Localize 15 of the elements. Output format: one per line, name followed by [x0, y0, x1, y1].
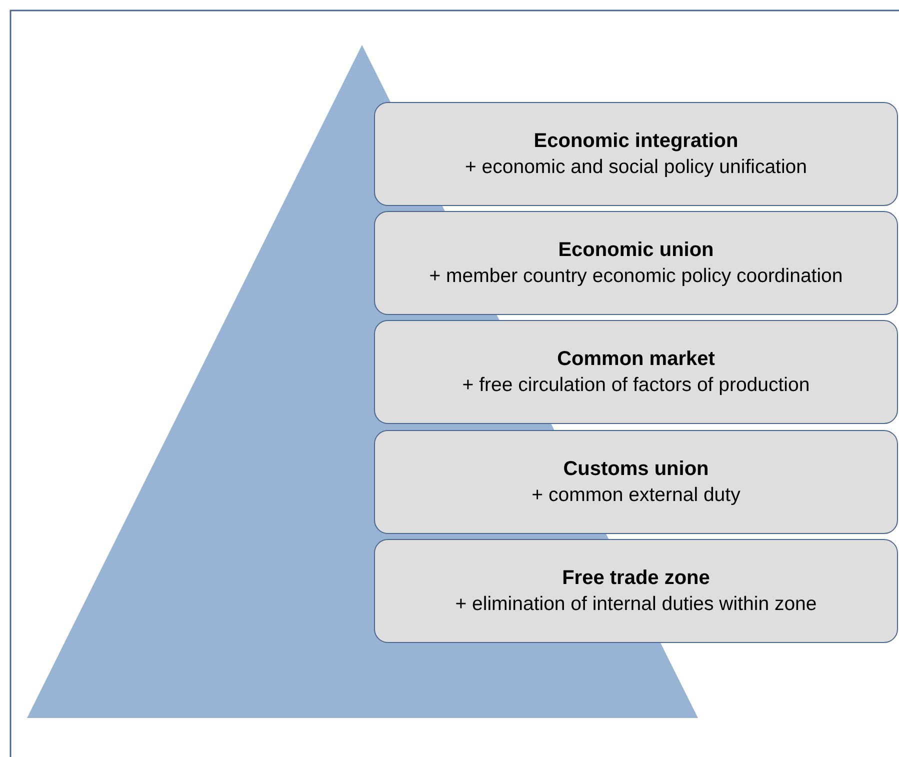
level-description: + common external duty [532, 483, 740, 508]
level-box [374, 539, 898, 643]
level-box [374, 320, 898, 424]
level-description: + economic and social policy unification [465, 155, 807, 180]
level-box [374, 430, 898, 534]
level-title: Common market [557, 347, 715, 372]
level-box [374, 102, 898, 206]
level-description: + member country economic policy coordination [429, 264, 843, 289]
level-title: Free trade zone [562, 566, 710, 591]
level-title: Customs union [563, 457, 709, 482]
level-description: + elimination of internal duties within zone [455, 592, 817, 617]
level-description: + free circulation of factors of production [462, 373, 810, 398]
level-title: Economic integration [534, 129, 738, 154]
level-title: Economic union [558, 238, 714, 263]
level-box [374, 211, 898, 315]
